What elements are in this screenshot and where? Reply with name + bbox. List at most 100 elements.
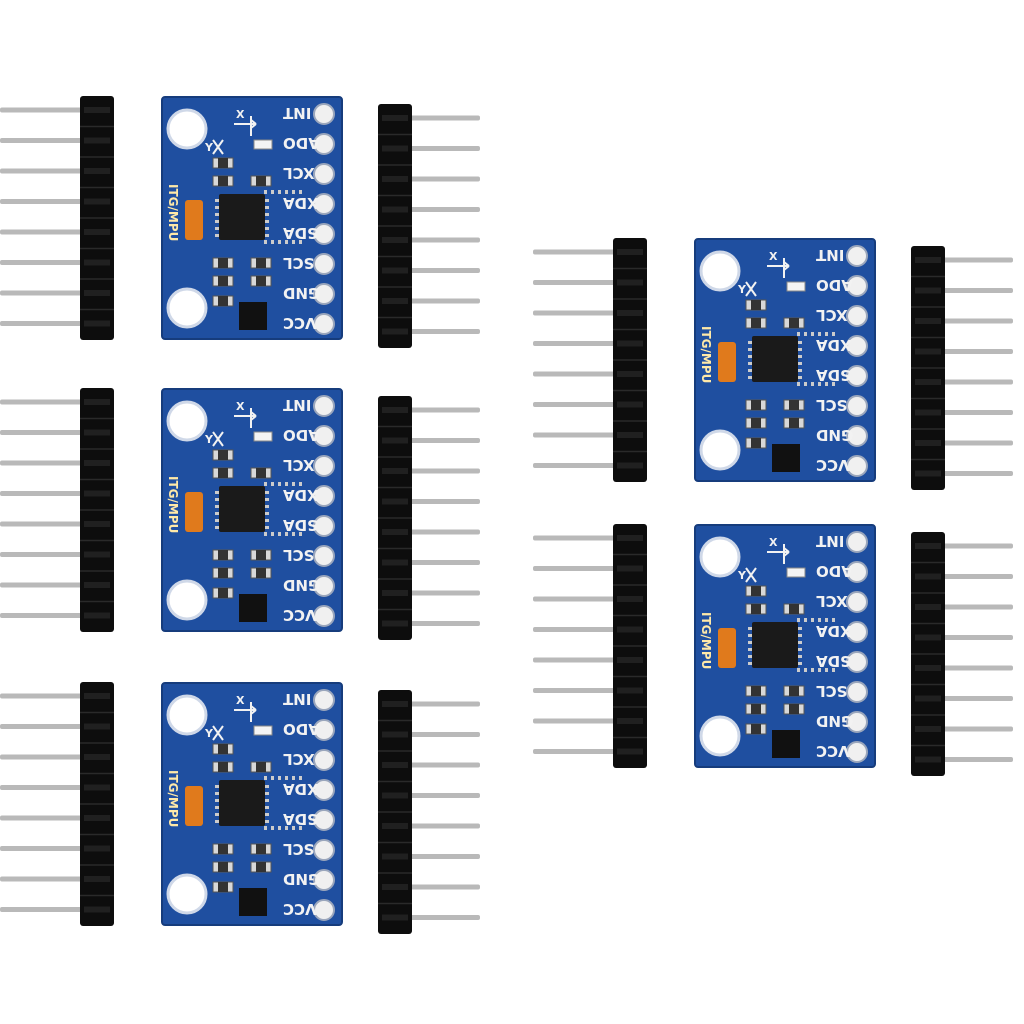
pin-label: SDA xyxy=(283,810,318,828)
header-pin xyxy=(0,168,84,174)
header-pin xyxy=(408,732,480,737)
pin-pad xyxy=(313,899,335,921)
header-pin xyxy=(941,696,1013,701)
header-pin xyxy=(941,349,1013,354)
header-pin xyxy=(408,854,480,859)
tantalum-capacitor xyxy=(718,628,736,668)
pin-label: ADO xyxy=(283,426,320,444)
axis-y-label: Y xyxy=(204,141,214,154)
axis-arrows-icon xyxy=(212,116,257,155)
header-pin xyxy=(941,574,1013,579)
header-pin xyxy=(408,115,480,121)
mpu-chip xyxy=(752,336,798,382)
pin-label: XDA xyxy=(816,336,852,354)
voltage-regulator xyxy=(239,594,267,622)
pin-label: ADO xyxy=(816,276,853,294)
header-pin xyxy=(941,604,1013,610)
pin-pad xyxy=(313,193,335,215)
pin-label: XCL xyxy=(283,164,315,182)
header-pin xyxy=(0,846,84,851)
pin-pad xyxy=(313,485,335,507)
header-pin xyxy=(941,543,1013,549)
header-pin xyxy=(533,371,617,377)
left-pin-header xyxy=(0,682,114,926)
mpu-chip xyxy=(752,622,798,668)
header-pin xyxy=(941,665,1013,671)
pin-pad xyxy=(846,245,868,267)
header-pin xyxy=(0,693,84,699)
pin-label: XCL xyxy=(816,306,848,324)
header-pin xyxy=(941,288,1013,293)
header-pin xyxy=(533,657,617,663)
pin-pad xyxy=(313,869,335,891)
pin-label: XDA xyxy=(283,194,319,212)
header-pin xyxy=(0,229,84,235)
header-pin xyxy=(408,268,480,273)
header-pin xyxy=(0,754,84,760)
header-pin xyxy=(0,260,84,265)
header-pin xyxy=(0,552,84,557)
header-pin xyxy=(533,280,617,285)
pin-label: GND xyxy=(816,712,853,730)
header-pin xyxy=(941,757,1013,762)
pin-label: SCL xyxy=(816,396,848,414)
pin-pad xyxy=(313,605,335,627)
header-pin xyxy=(408,207,480,212)
axis-y-label: Y xyxy=(737,283,747,296)
axis-arrows-icon xyxy=(212,702,257,741)
axis-x-label: X xyxy=(769,536,778,549)
header-pin xyxy=(941,440,1013,446)
voltage-regulator xyxy=(772,730,800,758)
pin-label: INT xyxy=(282,690,311,708)
axis-x-label: X xyxy=(236,108,245,121)
pin-pad xyxy=(846,741,868,763)
header-pin xyxy=(408,762,480,768)
pin-pad xyxy=(846,275,868,297)
header-pin xyxy=(941,410,1013,415)
axis-x-label: X xyxy=(236,400,245,413)
pin-pad xyxy=(846,711,868,733)
board-side-text: ITG/MPU xyxy=(166,476,180,533)
left-pin-header xyxy=(533,238,647,482)
pin-pad xyxy=(313,689,335,711)
pin-label: INT xyxy=(815,532,844,550)
pin-label: GND xyxy=(816,426,853,444)
axis-y-label: Y xyxy=(737,569,747,582)
pin-label: VCC xyxy=(283,606,317,624)
pin-label: XDA xyxy=(283,486,319,504)
left-pin-header xyxy=(533,524,647,768)
header-pin xyxy=(408,621,480,626)
axis-arrows-icon xyxy=(212,408,257,447)
header-pin xyxy=(533,718,617,724)
pin-pad xyxy=(846,561,868,583)
tantalum-capacitor xyxy=(718,342,736,382)
header-pin xyxy=(408,298,480,304)
header-pin xyxy=(533,341,617,346)
header-pin xyxy=(408,701,480,707)
pin-label: SDA xyxy=(816,652,851,670)
pin-pad xyxy=(846,651,868,673)
pin-label: XDA xyxy=(816,622,852,640)
header-pin xyxy=(0,399,84,405)
voltage-regulator xyxy=(239,888,267,916)
pin-pad xyxy=(846,395,868,417)
header-pin xyxy=(941,379,1013,385)
header-pin xyxy=(533,688,617,693)
header-pin xyxy=(0,491,84,496)
pin-pad xyxy=(313,103,335,125)
pin-label: SCL xyxy=(283,254,315,272)
header-pin xyxy=(408,560,480,565)
axis-x-label: X xyxy=(236,694,245,707)
pin-pad xyxy=(846,591,868,613)
header-pin xyxy=(533,249,617,255)
pin-pad xyxy=(313,749,335,771)
pin-pad xyxy=(846,335,868,357)
header-pin xyxy=(0,138,84,143)
right-pin-header xyxy=(911,246,1013,490)
